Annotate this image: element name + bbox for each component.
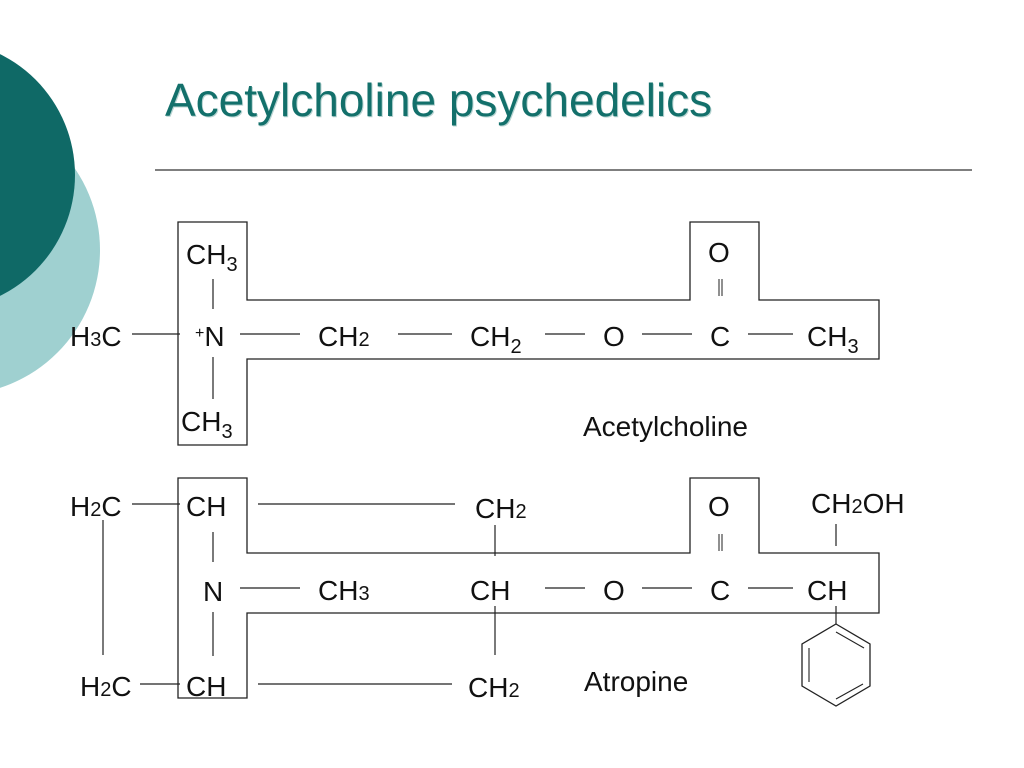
ach-ch3-end-sub: 3 (847, 336, 858, 358)
atr-h2c-top-sub: 2 (90, 499, 101, 521)
ach-ch2-2-sub: 2 (510, 336, 521, 358)
atr-label-o-ester: O (603, 575, 625, 606)
benzene-hexagon (801, 623, 871, 707)
ach-ch3-bottom-sub: 3 (221, 421, 232, 443)
ach-ch3-top-c: CH (186, 239, 226, 270)
atropine-outline-box (177, 477, 880, 699)
slide-title: Acetylcholine psychedelics (165, 74, 713, 126)
atr-label-ch-top: CH (186, 491, 226, 522)
atr-ch3-sub: 3 (358, 583, 369, 605)
atr-label-ch-bottom: CH (186, 671, 226, 702)
ach-label-ch2-2: CH2 (470, 321, 522, 358)
ach-h3c-h: H (70, 321, 90, 352)
atropine-structure: H2C H2C CH N CH O CH3 CH2 CH CH2 O C CH … (70, 477, 905, 707)
benzene-ring (801, 623, 871, 707)
ach-label-h3c: H3C (70, 321, 122, 352)
ach-ch3-bottom-c: CH (181, 406, 221, 437)
ach-label-ch2-1: CH2 (318, 321, 370, 352)
atr-label-ch2-top: CH2 (475, 493, 527, 524)
atr-ch2-top-sub: 2 (515, 501, 526, 523)
atr-ch2-top-c: CH (475, 493, 515, 524)
ach-ch3-end-c: CH (807, 321, 847, 352)
ach-ch3-top-sub: 3 (226, 254, 237, 276)
ach-n-charge: + (195, 325, 204, 342)
decor-circle-dark (0, 54, 75, 296)
atr-label-c: C (710, 575, 730, 606)
atr-ch2oh-sub: 2 (851, 496, 862, 518)
acetylcholine-structure: CH3 +N CH3 O H3C CH2 CH2 O C CH3 Acetylc… (70, 221, 880, 446)
atr-ch2-bottom-sub: 2 (508, 680, 519, 702)
acetylcholine-outline-box (177, 221, 880, 446)
ach-label-ch3-end: CH3 (807, 321, 859, 358)
atr-h2c-bottom-c: C (111, 671, 131, 702)
atr-label-ch-end: CH (807, 575, 847, 606)
atr-h2c-bottom-h: H (80, 671, 100, 702)
atr-label-h2c-bottom: H2C (80, 671, 132, 702)
ach-ch2-2-c: CH (470, 321, 510, 352)
ach-label-o-carbonyl: O (708, 237, 730, 268)
benzene-inner-bond-1 (835, 631, 865, 649)
ach-h3c-c: C (101, 321, 121, 352)
atr-label-ch-mid: CH (470, 575, 510, 606)
atr-ch2oh-ch: CH (811, 488, 851, 519)
ach-label-n: +N (195, 321, 225, 352)
ach-compound-name: Acetylcholine (583, 411, 748, 442)
atr-ch3-c: CH (318, 575, 358, 606)
atr-compound-name: Atropine (584, 666, 688, 697)
atr-h2c-bottom-sub: 2 (100, 679, 111, 701)
atr-ch2oh-oh: OH (863, 488, 905, 519)
atr-label-o-carbonyl: O (708, 491, 730, 522)
atr-label-h2c-top: H2C (70, 491, 122, 522)
benzene-inner-bond-2 (835, 683, 864, 700)
atr-h2c-top-c: C (101, 491, 121, 522)
ach-label-c: C (710, 321, 730, 352)
atr-label-ch2-bottom: CH2 (468, 672, 520, 703)
ach-label-ch3-bottom: CH3 (181, 406, 233, 443)
ach-label-o-ester: O (603, 321, 625, 352)
atr-h2c-top-h: H (70, 491, 90, 522)
atr-label-n: N (203, 576, 223, 607)
ach-ch2-1-sub: 2 (358, 329, 369, 351)
ach-n-atom: N (204, 321, 224, 352)
ach-label-ch3-top: CH3 (186, 239, 238, 276)
ach-ch2-1-c: CH (318, 321, 358, 352)
ach-h3c-sub: 3 (90, 329, 101, 351)
atr-label-ch2oh: CH2OH (811, 488, 905, 519)
atr-label-ch3: CH3 (318, 575, 370, 606)
atr-ch2-bottom-c: CH (468, 672, 508, 703)
